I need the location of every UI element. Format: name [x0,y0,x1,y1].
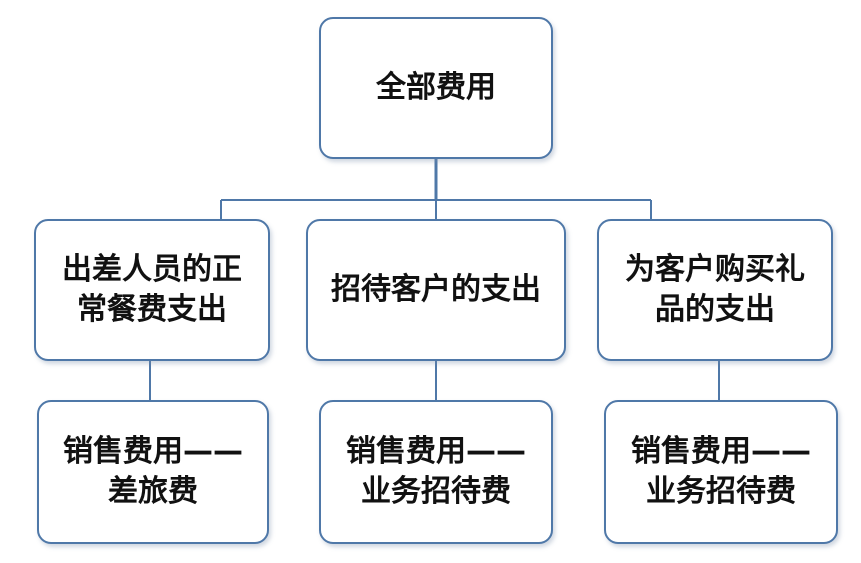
category-node-label: 出差人员的正 常餐费支出 [62,252,242,327]
category-node-1: 出差人员的正 常餐费支出 [34,219,270,361]
account-node-1: 销售费用—— 差旅费 [37,400,269,544]
account-node-label: 销售费用—— 业务招待费 [631,434,811,509]
category-node-2: 招待客户的支出 [306,219,566,361]
category-node-label: 为客户购买礼 品的支出 [625,252,805,327]
root-node-label: 全部费用 [376,70,496,106]
account-node-3: 销售费用—— 业务招待费 [604,400,838,544]
root-node: 全部费用 [319,17,553,159]
account-node-2: 销售费用—— 业务招待费 [319,400,553,544]
account-node-label: 销售费用—— 业务招待费 [346,434,526,509]
category-node-label: 招待客户的支出 [331,272,541,308]
category-node-3: 为客户购买礼 品的支出 [597,219,833,361]
account-node-label: 销售费用—— 差旅费 [63,434,243,509]
